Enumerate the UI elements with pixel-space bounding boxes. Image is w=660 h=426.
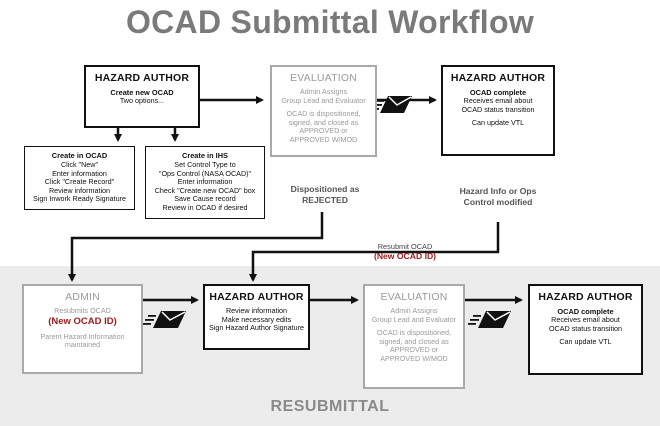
resubmittal-label: RESUBMITTAL bbox=[270, 398, 390, 415]
email-icon bbox=[468, 311, 511, 328]
evaluation-box: EVALUATION Admin Assigns Group Lead and … bbox=[270, 65, 377, 157]
box-line: OCAD is dispositioned, bbox=[286, 109, 361, 119]
hazard-author-review-box: HAZARD AUTHOR Review information Make ne… bbox=[203, 284, 310, 350]
modified-label: Hazard Info or Ops Control modified bbox=[448, 186, 548, 208]
box-header: Create in IHS bbox=[181, 151, 228, 160]
label-line-red: (New OCAD ID) bbox=[373, 250, 437, 261]
connector-modified bbox=[249, 222, 500, 282]
box-header: Create in OCAD bbox=[51, 151, 108, 160]
box-line: OCAD status transition bbox=[461, 104, 535, 114]
box-line: Enter information bbox=[52, 168, 107, 178]
admin-box: ADMIN Resubmits OCAD (New OCAD ID) Paren… bbox=[22, 284, 143, 374]
box-line: Group Lead and Evaluator bbox=[281, 95, 366, 105]
box-line: Review in OCAD if desired bbox=[162, 202, 248, 212]
box-line: Can update VTL bbox=[559, 337, 612, 347]
box-line: Admin Assigns bbox=[390, 306, 438, 315]
box-line: Create new OCAD bbox=[110, 88, 174, 97]
box-line: Receives email about bbox=[551, 315, 620, 324]
box-line: Review information bbox=[225, 306, 288, 315]
box-line: APPROVED W/MOD bbox=[289, 134, 358, 144]
diagram-title: OCAD Submittal Workflow bbox=[125, 4, 535, 40]
hazard-author-complete-resubmit-box: HAZARD AUTHOR OCAD complete Receives ema… bbox=[528, 284, 643, 375]
box-line: Can update VTL bbox=[471, 118, 525, 128]
box-header: HAZARD AUTHOR bbox=[538, 291, 633, 303]
box-line: Make necessary edits bbox=[221, 314, 292, 324]
box-header: EVALUATION bbox=[290, 72, 357, 84]
box-header: ADMIN bbox=[65, 291, 100, 303]
label-line: Control modified bbox=[463, 197, 533, 207]
box-line: OCAD is dispositioned, bbox=[377, 328, 451, 338]
box-line: Two options... bbox=[119, 96, 165, 105]
label-line: Resubmit OCAD bbox=[377, 242, 433, 251]
box-line: signed, and closed as bbox=[288, 117, 359, 127]
email-icon bbox=[371, 96, 412, 113]
connector-rejected bbox=[68, 212, 324, 282]
box-line: Sign Hazard Author Signature bbox=[208, 323, 305, 333]
box-line: "Ops Control (NASA OCAD)" bbox=[158, 168, 252, 178]
box-header: EVALUATION bbox=[380, 291, 448, 303]
box-line: Parent Hazard Information bbox=[40, 331, 125, 341]
new-ocad-id-label: (New OCAD ID) bbox=[48, 315, 117, 327]
hazard-author-start-box: HAZARD AUTHOR Create new OCAD Two option… bbox=[84, 65, 200, 128]
box-line: Click "New" bbox=[60, 160, 99, 169]
box-line: Group Lead and Evaluator bbox=[371, 314, 457, 324]
box-line: OCAD status transition bbox=[548, 323, 623, 333]
box-line: Check "Create new OCAD" box bbox=[154, 185, 256, 195]
box-line: Receives email about bbox=[463, 96, 533, 105]
box-line: maintained bbox=[64, 340, 101, 350]
box-line: APPROVED or bbox=[389, 345, 439, 355]
create-in-ihs-box: Create in IHS Set Control Type to "Ops C… bbox=[145, 146, 265, 219]
box-header: HAZARD AUTHOR bbox=[450, 72, 546, 84]
resubmit-label: Resubmit OCAD (New OCAD ID) bbox=[360, 242, 450, 261]
box-header: HAZARD AUTHOR bbox=[94, 72, 190, 84]
box-line: Review information bbox=[48, 185, 111, 195]
box-line: signed, and closed as bbox=[379, 336, 449, 346]
box-line: Save Cause record bbox=[174, 194, 236, 204]
email-icon bbox=[143, 311, 186, 328]
box-line: Admin Assigns bbox=[299, 87, 348, 96]
label-line: REJECTED bbox=[302, 195, 348, 205]
box-line: Set Control Type to bbox=[174, 160, 236, 169]
box-line: APPROVED W/MOD bbox=[380, 353, 448, 363]
box-line: APPROVED or bbox=[299, 126, 348, 136]
create-in-ocad-box: Create in OCAD Click "New" Enter informa… bbox=[24, 146, 135, 210]
box-line: Sign Inwork Ready Signature bbox=[32, 194, 127, 204]
box-header: HAZARD AUTHOR bbox=[209, 291, 304, 303]
hazard-author-complete-box: HAZARD AUTHOR OCAD complete Receives ema… bbox=[441, 65, 555, 156]
label-line: Hazard Info or Ops bbox=[459, 186, 537, 196]
box-line: Resubmits OCAD bbox=[54, 306, 111, 315]
box-line: Enter information bbox=[177, 177, 233, 187]
box-line: OCAD complete bbox=[557, 307, 614, 316]
box-line: OCAD complete bbox=[469, 88, 527, 97]
rejected-label: Dispositioned as REJECTED bbox=[280, 184, 370, 206]
label-line: Dispositioned as bbox=[290, 184, 360, 194]
evaluation-resubmit-box: EVALUATION Admin Assigns Group Lead and … bbox=[363, 284, 465, 389]
box-line: Click "Create Record" bbox=[44, 177, 115, 187]
